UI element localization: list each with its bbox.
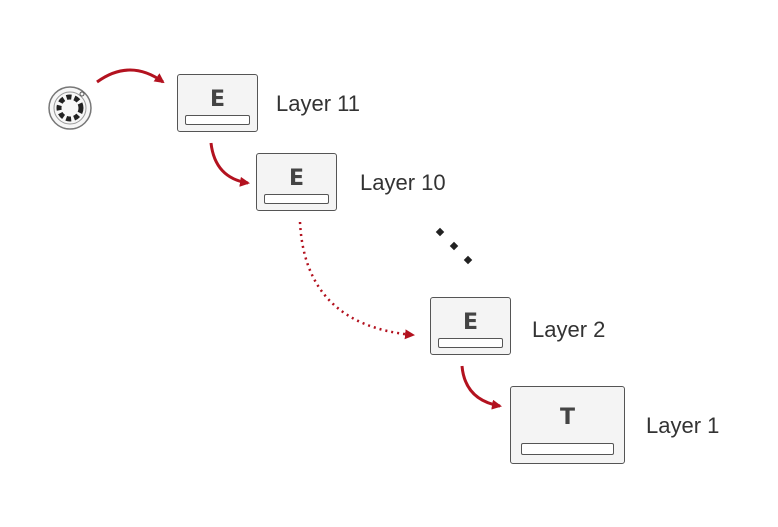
layer-2-label: Layer 2 — [532, 317, 606, 342]
layer-1-box: T — [510, 386, 625, 464]
layer-2-bar — [438, 338, 503, 348]
layer-11-bar — [185, 115, 250, 125]
layer-10-label: Layer 10 — [360, 170, 446, 195]
layer-11-label: Layer 11 — [276, 91, 360, 116]
arrow-layer-2-to-layer-1 — [460, 365, 502, 410]
arrow-layer-10-to-layer-2-dotted — [298, 221, 415, 340]
layer-11-box: E — [177, 74, 258, 132]
layer-1-label: Layer 1 — [646, 413, 720, 438]
arrow-input-to-layer-11 — [96, 68, 165, 84]
ellipsis-dots — [435, 227, 473, 265]
layer-2-letter: E — [462, 310, 479, 335]
layer-10-box: E — [256, 153, 337, 211]
dial-icon — [48, 86, 92, 130]
layer-1-letter: T — [559, 405, 575, 430]
layer-1-bar — [521, 443, 614, 455]
layer-2-box: E — [430, 297, 511, 355]
layer-10-bar — [264, 194, 329, 204]
layer-10-letter: E — [288, 166, 305, 191]
arrow-layer-11-to-layer-10 — [209, 142, 250, 187]
layer-11-letter: E — [209, 87, 226, 112]
